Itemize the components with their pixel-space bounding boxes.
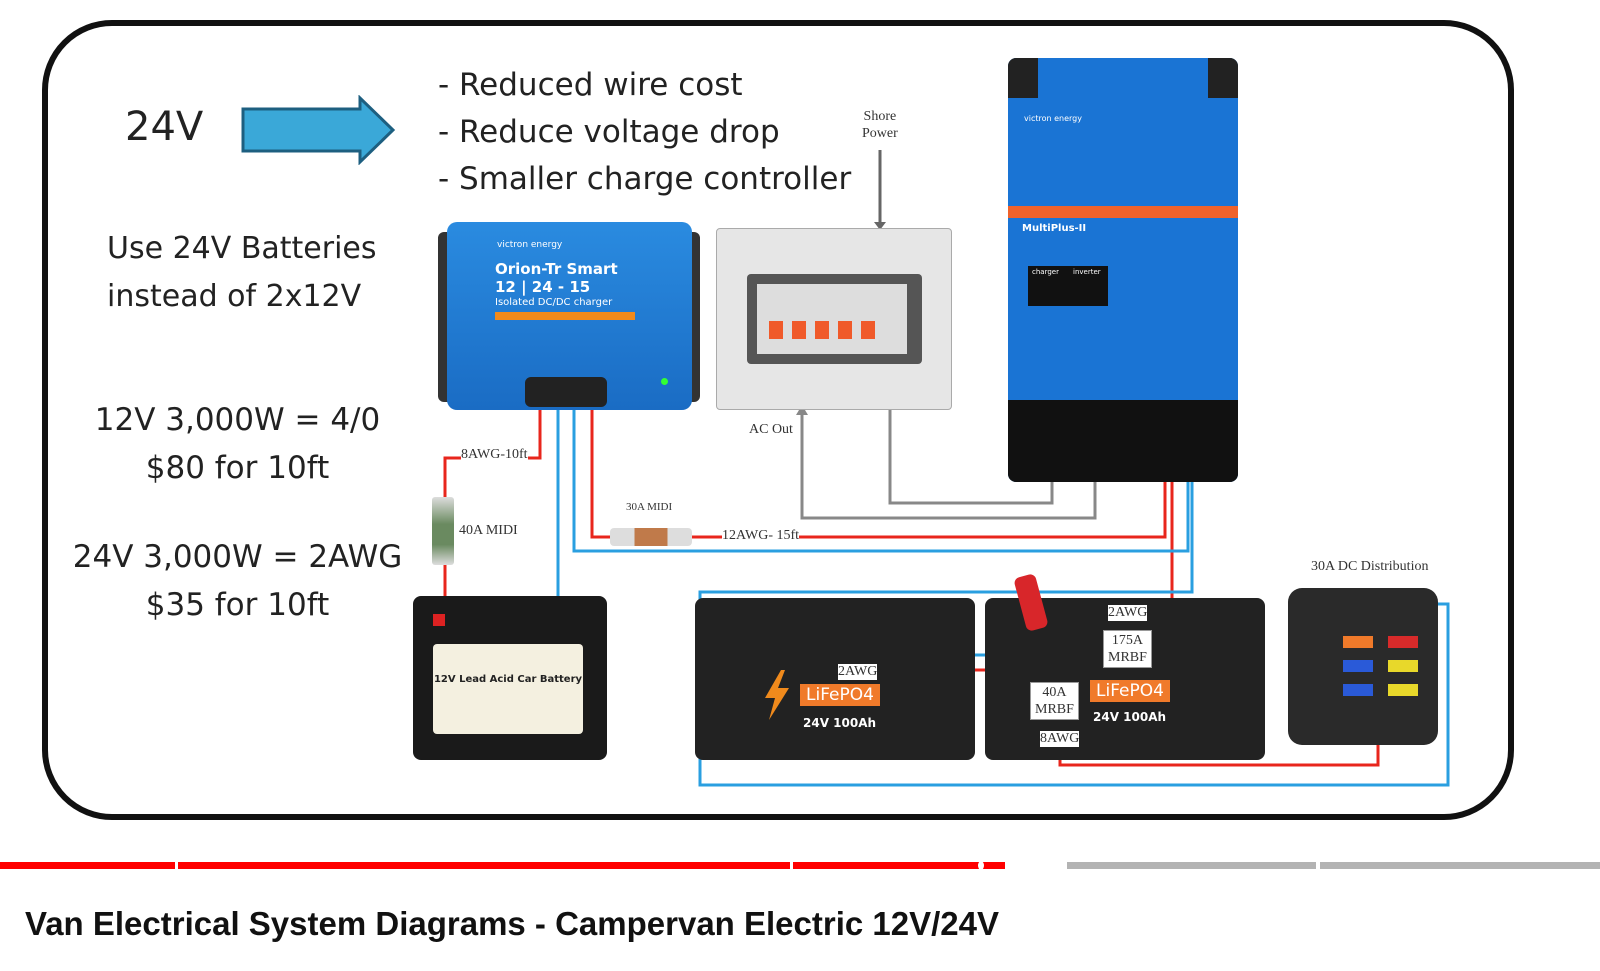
comparison-line: 24V 3,000W = 2AWG — [72, 539, 403, 575]
battery-spec: 24V 100Ah — [803, 716, 877, 730]
battery-note-line: instead of 2x12V — [107, 279, 362, 314]
comparison-12v: 12V 3,000W = 4/0 $80 for 10ft — [60, 396, 415, 492]
wire-label-8awg-10ft: 8AWG-10ft — [461, 447, 528, 463]
dc-fuse-block — [1288, 588, 1438, 745]
brand-label: victron energy — [1024, 114, 1082, 123]
status-panel: charger inverter — [1028, 266, 1108, 306]
wire-label-8awg: 8AWG — [1040, 731, 1080, 747]
terminal-block — [525, 377, 607, 407]
negative-wire-orion — [572, 395, 1190, 553]
brand-label: victron energy — [497, 240, 563, 250]
voltage-label: 24V — [125, 104, 204, 150]
orange-stripe — [495, 312, 635, 320]
benefits-list: - Reduced wire cost - Reduce voltage dro… — [438, 62, 851, 203]
device-name: Orion-Tr Smart — [495, 260, 618, 278]
chapter-divider — [1316, 862, 1320, 869]
lightning-icon — [765, 670, 789, 720]
fuse-label-30a-midi: 30A MIDI — [626, 501, 673, 513]
negative-bus-wire — [698, 450, 1450, 787]
wire-label-12awg-15ft: 12AWG- 15ft — [722, 528, 800, 544]
ac-out-label: AC Out — [749, 422, 793, 437]
progress-remaining[interactable] — [1067, 862, 1600, 869]
battery-brand: LiFePO4 — [800, 684, 880, 706]
arrow-down-icon — [874, 222, 886, 230]
wire-label-2awg: 2AWG — [838, 664, 878, 680]
fuse-40a-midi — [432, 497, 454, 565]
battery-note-line: Use 24V Batteries — [107, 231, 377, 266]
video-title: Van Electrical System Diagrams - Camperv… — [25, 905, 1000, 942]
lifepo4-battery-1: LiFePO4 24V 100Ah — [695, 598, 975, 760]
fuse-label-40a-midi: 40A MIDI — [459, 523, 518, 538]
chapter-divider — [790, 862, 793, 869]
comparison-line: 12V 3,000W = 4/0 — [94, 402, 381, 438]
slide-frame — [42, 20, 1514, 820]
comparison-line: $80 for 10ft — [145, 450, 330, 486]
comparison-line: $35 for 10ft — [145, 587, 330, 623]
dc-distribution-label: 30A DC Distribution — [1311, 559, 1429, 574]
scrubber-handle[interactable] — [978, 861, 984, 870]
multiplus-inverter: victron energy MultiPlus-II charger inve… — [1008, 58, 1238, 482]
arrow-up-icon — [796, 405, 808, 415]
car-battery: 12V Lead Acid Car Battery — [413, 596, 607, 760]
battery-note: Use 24V Batteries instead of 2x12V — [107, 225, 377, 321]
benefit-item: - Reduced wire cost — [438, 67, 743, 103]
arrow-right-icon — [241, 95, 396, 165]
ac-breaker-panel — [716, 228, 952, 410]
comparison-24v: 24V 3,000W = 2AWG $35 for 10ft — [60, 533, 415, 629]
orion-dc-dc-charger: victron energy Orion-Tr Smart 12 | 24 - … — [447, 222, 692, 410]
progress-played[interactable] — [0, 862, 1005, 869]
positive-wire-12awg — [590, 395, 1167, 539]
battery-brand: LiFePO4 — [1090, 680, 1170, 702]
wire-label-2awg: 2AWG — [1108, 605, 1148, 621]
device-subtitle: Isolated DC/DC charger — [495, 297, 613, 308]
fuse-30a-midi — [610, 528, 692, 546]
positive-wire-8awg — [443, 395, 542, 620]
car-battery-label: 12V Lead Acid Car Battery — [433, 644, 583, 734]
benefit-item: - Reduce voltage drop — [438, 114, 780, 150]
status-led — [661, 378, 668, 385]
chapter-divider — [175, 862, 178, 869]
device-model: 12 | 24 - 15 — [495, 278, 591, 296]
device-name: MultiPlus-II — [1022, 223, 1087, 234]
battery-spec: 24V 100Ah — [1093, 710, 1167, 724]
benefit-item: - Smaller charge controller — [438, 161, 852, 197]
